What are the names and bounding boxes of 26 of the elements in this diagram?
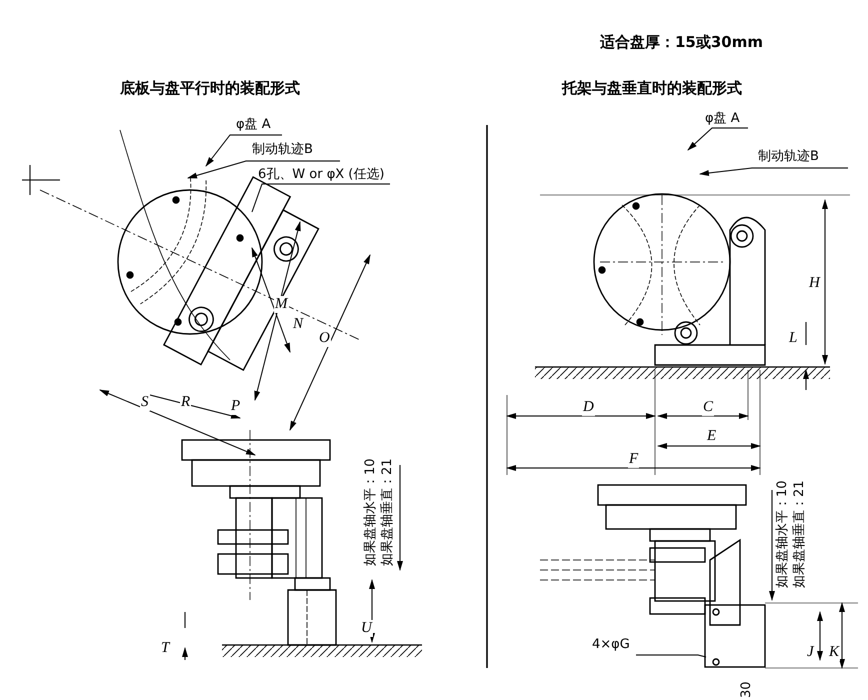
- note-text: 如果盘轴水平：10: [364, 458, 378, 566]
- heading: 托架与盘垂直时的装配形式: [562, 80, 742, 96]
- dimension-label: K: [828, 644, 840, 660]
- dimension-text: φ盘 A: [236, 118, 271, 132]
- note-text: 如果盘轴垂直：21: [793, 480, 808, 588]
- dimension-label: U: [360, 620, 373, 636]
- dimension-text: 4×φG: [592, 638, 630, 652]
- dimension-label: S: [140, 394, 150, 410]
- dimension-label: 30: [740, 681, 754, 698]
- note-text: 如果盘轴垂直：21: [381, 458, 396, 566]
- leader-line: [187, 160, 340, 178]
- leader-line: [636, 654, 706, 658]
- leader-line: [205, 134, 282, 167]
- dimension-text: 制动轨迹B: [252, 143, 313, 158]
- leader-line: [699, 168, 848, 176]
- note-text: 如果盘轴水平：10: [776, 480, 790, 588]
- heading: 底板与盘平行时的装配形式: [120, 80, 300, 96]
- dimension-label: P: [230, 398, 242, 414]
- dimension-label: O: [318, 330, 331, 346]
- leader-line: [252, 184, 390, 212]
- heading: 适合盘厚：15或30mm: [600, 34, 764, 50]
- note-text: 6孔、W or φX (任选): [258, 168, 384, 182]
- dimension-label: M: [274, 296, 288, 312]
- dimension-text: φ盘 A: [705, 112, 740, 126]
- dimension-text: 制动轨迹B: [758, 150, 819, 164]
- leader-line: [687, 128, 748, 151]
